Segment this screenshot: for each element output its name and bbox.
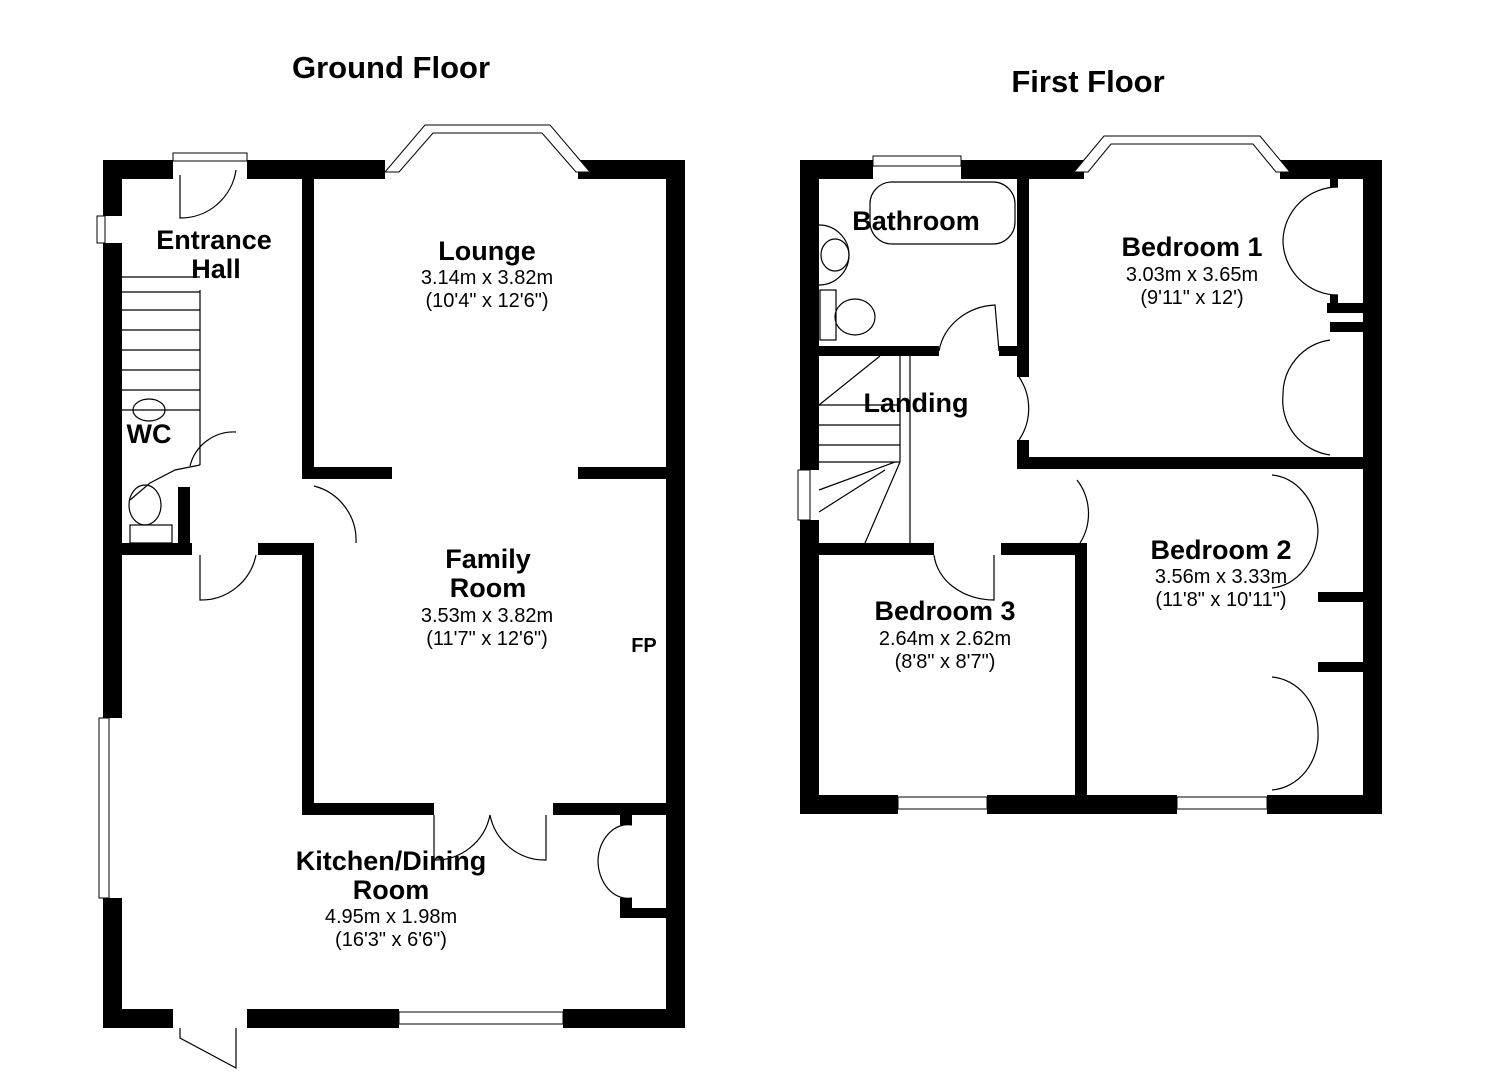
first-floor-plan: First Floor Bathroom Landing Bedroom 1 3… (797, 64, 1382, 814)
lounge-metric: 3.14m x 3.82m (421, 267, 553, 289)
family-room-name-line2: Room (450, 573, 527, 603)
first-floor-windows (797, 135, 1292, 810)
kitchen-dining-name-line2: Room (353, 875, 430, 905)
ground-floor-windows (96, 124, 592, 1025)
family-room-imperial: (11'7" x 12'6") (426, 628, 548, 650)
ground-floor-title: Ground Floor (292, 50, 490, 85)
first-floor-walls (800, 160, 1382, 814)
bedroom2-metric: 3.56m x 3.33m (1155, 566, 1287, 588)
first-floor-doors (933, 186, 1339, 791)
ground-floor-doors (179, 169, 633, 1070)
bathroom-name: Bathroom (852, 206, 980, 236)
bedroom2-name: Bedroom 2 (1150, 535, 1291, 565)
lounge-imperial: (10'4" x 12'6") (425, 290, 548, 312)
first-floor-stairs (818, 355, 911, 544)
ground-floor-walls (103, 160, 685, 1028)
bedroom1-metric: 3.03m x 3.65m (1126, 264, 1258, 286)
bedroom3-metric: 2.64m x 2.62m (879, 628, 1011, 650)
entrance-hall-name-line2: Hall (191, 254, 241, 284)
kitchen-dining-name-line1: Kitchen/Dining (296, 846, 487, 876)
bedroom1-name: Bedroom 1 (1121, 232, 1262, 262)
entrance-hall-name-line1: Entrance (156, 225, 272, 255)
ground-floor-plan: Ground Floor Entrance Hall WC Lounge 3.1… (96, 50, 685, 1070)
ground-floor-stairs (122, 276, 201, 544)
bedroom2-imperial: (11'8" x 10'11") (1155, 589, 1286, 611)
landing-name: Landing (864, 388, 969, 418)
family-room-name-line1: Family (445, 544, 531, 574)
family-room-metric: 3.53m x 3.82m (421, 605, 553, 627)
lounge-name: Lounge (438, 236, 535, 266)
kitchen-dining-metric: 4.95m x 1.98m (325, 906, 457, 928)
bedroom1-imperial: (9'11" x 12') (1140, 287, 1243, 309)
wc-name: WC (127, 419, 172, 449)
first-floor-title: First Floor (1011, 64, 1164, 99)
kitchen-dining-imperial: (16'3" x 6'6") (335, 929, 447, 951)
fireplace-label: FP (631, 635, 657, 657)
bedroom3-imperial: (8'8" x 8'7") (895, 651, 996, 673)
bedroom3-name: Bedroom 3 (874, 596, 1015, 626)
bathroom-fixtures (818, 181, 1016, 341)
